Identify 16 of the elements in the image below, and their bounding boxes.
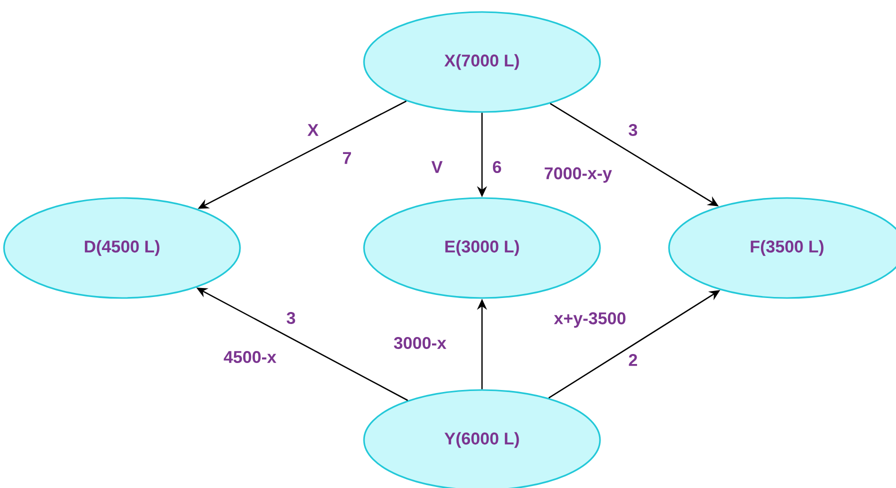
edge-label: 3000-x — [392, 336, 448, 350]
ellipse-node: D(4500 L) — [3, 197, 241, 299]
cost-label: 6 — [491, 160, 503, 174]
ellipse-node: X(7000 L) — [363, 11, 601, 113]
edge-label: 4500-x — [222, 350, 278, 364]
edge-label: 7000-x-y — [542, 166, 614, 184]
ellipse-node: Y(6000 L) — [363, 389, 601, 488]
ellipse-node: F(3500 L) — [668, 197, 896, 299]
cost-label: 7 — [341, 151, 353, 165]
cost-label: 3 — [627, 122, 639, 138]
cost-label: 2 — [627, 353, 639, 367]
edge-label: X — [306, 123, 320, 137]
edge-label: V — [430, 160, 444, 174]
cost-label: 3 — [285, 310, 297, 326]
ellipse-node: E(3000 L) — [363, 197, 601, 299]
edge-label: x+y-3500 — [552, 311, 628, 329]
